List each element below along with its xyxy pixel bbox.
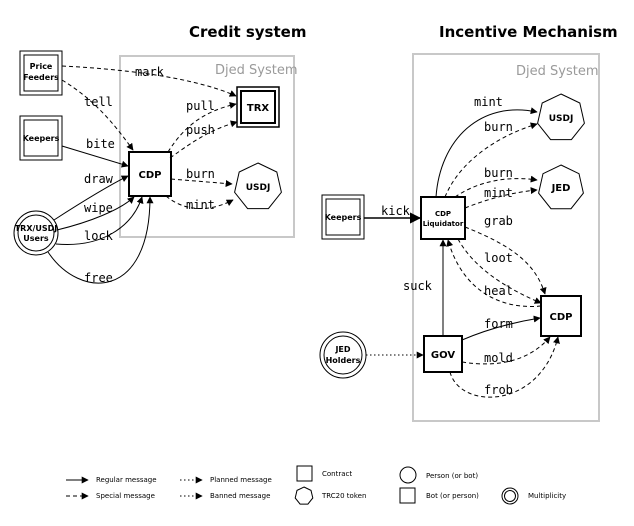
cdp-label-right: CDP: [550, 312, 573, 323]
price-feeders-label-line1: Price: [30, 62, 53, 71]
msg-bite: bite: [86, 137, 115, 151]
liquidator-label-line1: CDP: [435, 210, 451, 218]
edge-form: [461, 315, 541, 341]
msg-push: push: [186, 123, 215, 137]
usdj-token-left: USDJ: [234, 162, 282, 210]
edge-heal: [446, 239, 542, 307]
msg-form: form: [484, 317, 513, 331]
legend-multiplicity-outer: [501, 487, 519, 505]
trx-usdj-users-node: TRX/USDJ Users: [13, 210, 59, 256]
usdj-token-right: USDJ: [537, 93, 585, 141]
left-system-boundary: [119, 55, 295, 238]
jed-label: JED: [551, 183, 571, 194]
edge-bite: [61, 145, 129, 168]
edge-lock: [55, 196, 144, 246]
legend-bot-label: Bot (or person): [426, 492, 479, 500]
keepers-label-left: Keepers: [23, 134, 60, 143]
cdp-contract-right: CDP: [540, 295, 582, 337]
users-label-line1: TRX/USDJ: [15, 224, 58, 233]
edge-mint-usdj: [435, 107, 538, 198]
edge-mint-left: [165, 195, 234, 210]
trx-contract: TRX: [236, 86, 280, 128]
edge-mint-jed: [464, 187, 538, 209]
msg-wipe: wipe: [84, 201, 113, 215]
msg-heal: heal: [484, 284, 513, 298]
msg-frob: frob: [484, 383, 513, 397]
edge-free: [47, 196, 154, 284]
credit-system-title: Credit system: [189, 23, 306, 41]
liquidator-label-line2: Liquidator: [423, 220, 464, 228]
keepers-label-right: Keepers: [325, 213, 362, 222]
jed-token: JED: [538, 164, 584, 210]
edge-burn-jed: [454, 175, 538, 198]
jed-holders-label-line2: Holders: [326, 356, 361, 365]
keepers-node-right: Keepers: [321, 194, 365, 240]
edge-grab: [464, 226, 547, 295]
msg-loot: loot: [484, 251, 513, 265]
edge-mark: [61, 65, 237, 97]
cdp-label-left: CDP: [139, 170, 162, 181]
jed-holders-label-line1: JED: [334, 345, 350, 354]
incentive-mechanism-title: Incentive Mechanism: [439, 23, 618, 41]
usdj-label-left: USDJ: [246, 183, 271, 193]
legend: Regular message Special message Planned …: [66, 465, 566, 505]
msg-tell: tell: [84, 95, 113, 109]
legend-contract-shape: [296, 465, 313, 482]
edge-push: [169, 120, 238, 159]
legend-banned-label: Banned message: [210, 492, 270, 500]
legend-regular-label: Regular message: [96, 476, 157, 484]
edge-pull: [167, 101, 237, 153]
keepers-node-left: Keepers: [19, 115, 63, 161]
left-system-label: Djed System: [215, 63, 297, 78]
price-feeders-node: Price Feeders: [19, 50, 63, 96]
legend-special-label: Special message: [96, 492, 155, 500]
msg-lock: lock: [84, 229, 114, 243]
msg-pull: pull: [186, 99, 215, 113]
edge-burn-usdj: [444, 122, 538, 198]
msg-mint-left: mint: [186, 198, 215, 212]
msg-free: free: [84, 271, 113, 285]
msg-burn-jed: burn: [484, 166, 513, 180]
msg-suck: suck: [403, 279, 433, 293]
usdj-label-right: USDJ: [549, 114, 574, 124]
cdp-contract-left: CDP: [128, 151, 172, 197]
users-label-line2: Users: [23, 234, 49, 243]
msg-mint-jed: mint: [484, 186, 513, 200]
legend-token-label: TRC20 token: [321, 492, 366, 500]
edge-tell: [61, 79, 134, 151]
edge-mold: [461, 336, 551, 365]
legend-planned-label: Planned message: [210, 476, 272, 484]
price-feeders-label-line2: Feeders: [23, 73, 59, 82]
edge-draw: [53, 175, 129, 221]
legend-bot-shape: [399, 487, 416, 504]
edge-burn-left: [170, 178, 233, 187]
jed-holders-node: JED Holders: [319, 331, 367, 379]
msg-grab: grab: [484, 214, 513, 228]
edge-wipe: [56, 196, 135, 231]
trx-label: TRX: [247, 103, 270, 114]
msg-mark: mark: [135, 65, 165, 79]
legend-contract-label: Contract: [322, 470, 352, 478]
gov-contract: GOV: [423, 335, 463, 373]
legend-person-label: Person (or bot): [426, 472, 478, 480]
msg-burn-left: burn: [186, 167, 215, 181]
legend-token-shape: [294, 486, 314, 505]
msg-draw: draw: [84, 172, 114, 186]
cdp-liquidator-contract: CDP Liquidator: [420, 196, 466, 240]
msg-burn-usdj: burn: [484, 120, 513, 134]
right-system-label: Djed System: [516, 64, 598, 79]
right-system-boundary: [412, 53, 600, 422]
gov-label: GOV: [431, 350, 455, 361]
legend-multiplicity-label: Multiplicity: [528, 492, 566, 500]
legend-person-shape: [399, 466, 417, 484]
msg-mold: mold: [484, 351, 513, 365]
legend-multiplicity-inner: [504, 490, 516, 502]
msg-kick: kick: [381, 204, 411, 218]
msg-mint-usdj: mint: [474, 95, 503, 109]
